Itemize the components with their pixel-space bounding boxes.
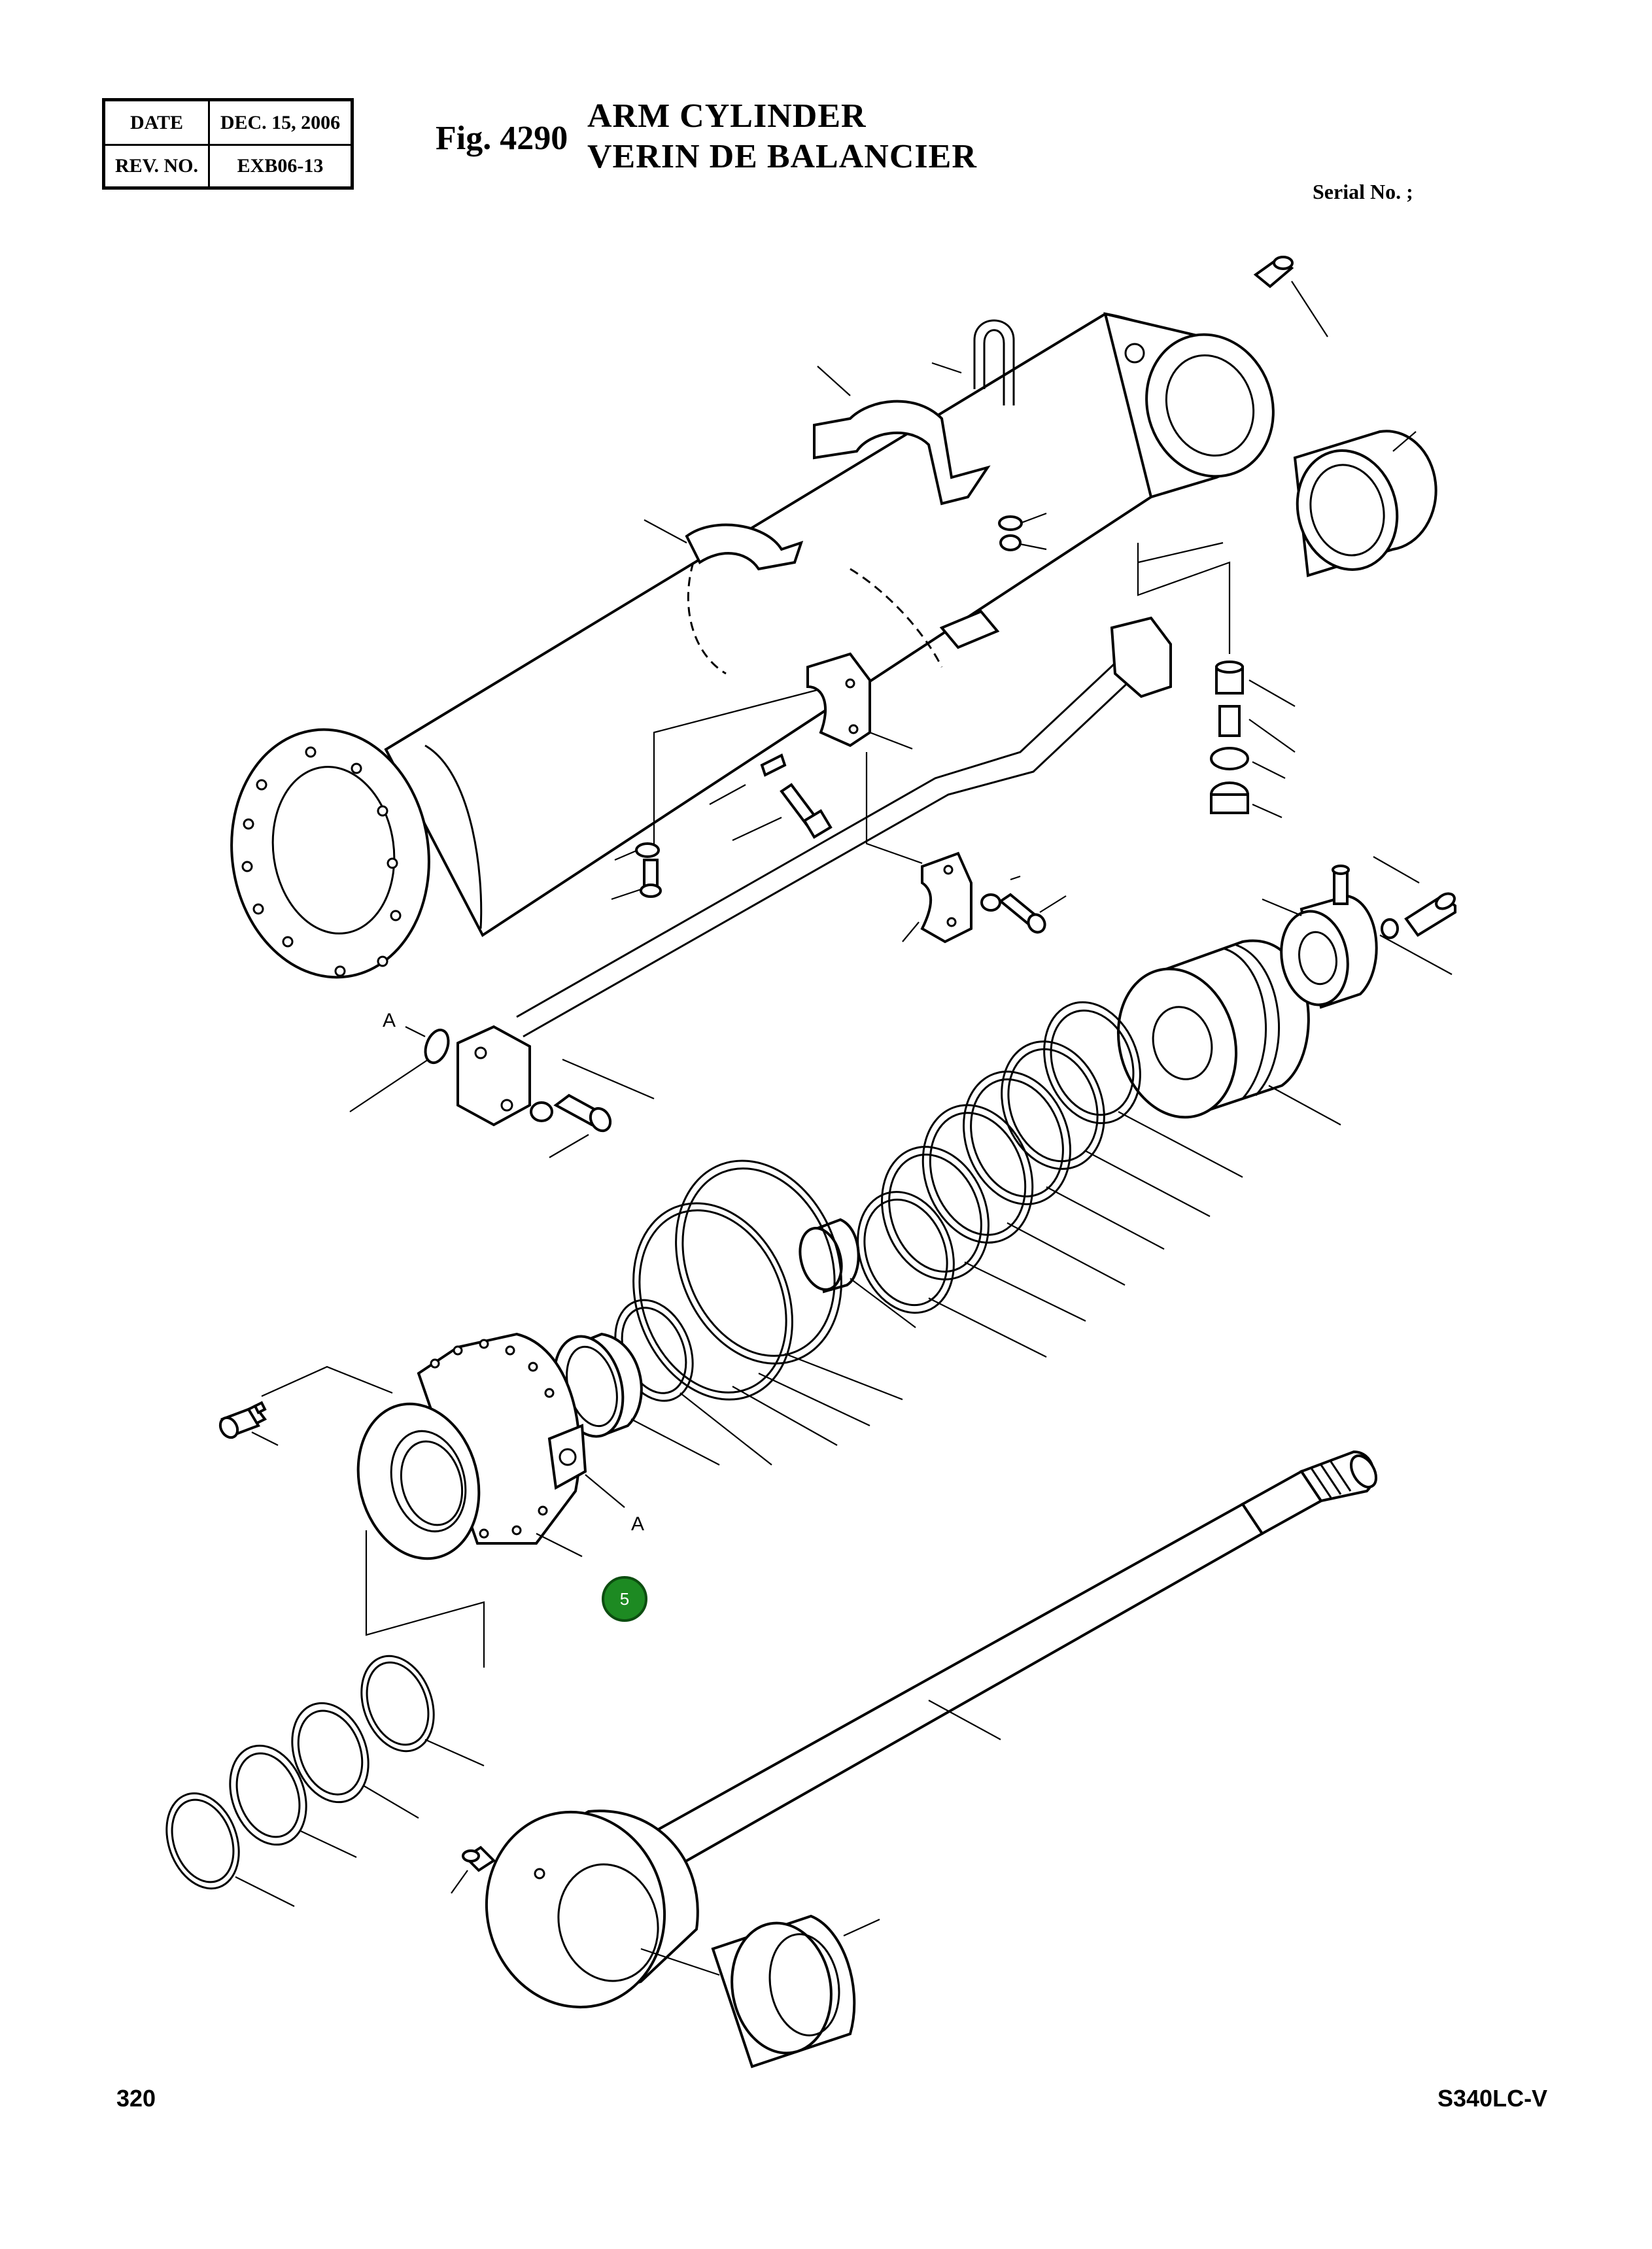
rod-eye [485, 1810, 720, 2009]
date-label: DATE [105, 101, 210, 144]
cushion-collar [799, 1218, 916, 1328]
clamp-bolt [732, 783, 833, 841]
flange-o-ring: A [349, 1010, 450, 1112]
grease-nipple-top [1253, 256, 1328, 337]
pipe-clamp-lower [902, 851, 1067, 944]
piston-rod [606, 1450, 1377, 1889]
locating-pin [709, 753, 787, 805]
machine-model: S340LC-V [1437, 2085, 1548, 2112]
revision-label: REV. NO. [105, 145, 210, 187]
upper-clamp-band [813, 366, 991, 506]
detail-marker-a-bottom: A [631, 1513, 644, 1535]
part-callout-5[interactable]: 5 [602, 1576, 647, 1622]
cylinder-tube [230, 312, 1208, 979]
tube-flange-bolt-holes [241, 746, 402, 977]
date-value: DEC. 15, 2006 [220, 111, 341, 133]
grease-nipple-rod [451, 1846, 496, 1894]
tube-mount-bolts [611, 842, 662, 901]
piston-seal-rings [857, 1001, 1243, 1358]
title-english: ARM CYLINDER [587, 97, 867, 135]
detail-marker-a-top: A [383, 1010, 396, 1031]
lock-pin [1373, 856, 1456, 975]
u-bolt [931, 319, 1015, 405]
page-number: 320 [116, 2085, 156, 2112]
relief-valve-parts [1137, 543, 1296, 819]
revision-value: EXB06-13 [237, 154, 324, 177]
set-screw [1332, 865, 1350, 905]
title-french: VERIN DE BALANCIER [587, 138, 977, 175]
revision-row: REV. NO. EXB06-13 [105, 145, 351, 187]
rod-seals [165, 1655, 485, 1907]
figure-number: Fig. 4290 [436, 120, 568, 157]
flange-bolt [530, 1093, 612, 1158]
tube-rear-eye [1103, 312, 1275, 499]
serial-number-label: Serial No. ; [1313, 180, 1413, 203]
cylinder-head: A [261, 1332, 644, 1560]
rod-bushing [711, 1914, 880, 2069]
head-socket-bolt [218, 1401, 279, 1446]
head-large-seals [614, 1159, 903, 1466]
piston-nut [1262, 894, 1378, 1009]
pipe-flange [456, 1025, 655, 1127]
band-nut-washer [998, 512, 1047, 551]
lower-clamp-band [644, 519, 1000, 675]
pipe-clamp-upper [806, 652, 913, 750]
hydraulic-pipe [516, 541, 1224, 1038]
rear-bushing [1293, 430, 1437, 577]
revision-info-table: DATE DEC. 15, 2006 REV. NO. EXB06-13 [102, 98, 354, 190]
date-row: DATE DEC. 15, 2006 [105, 101, 351, 146]
